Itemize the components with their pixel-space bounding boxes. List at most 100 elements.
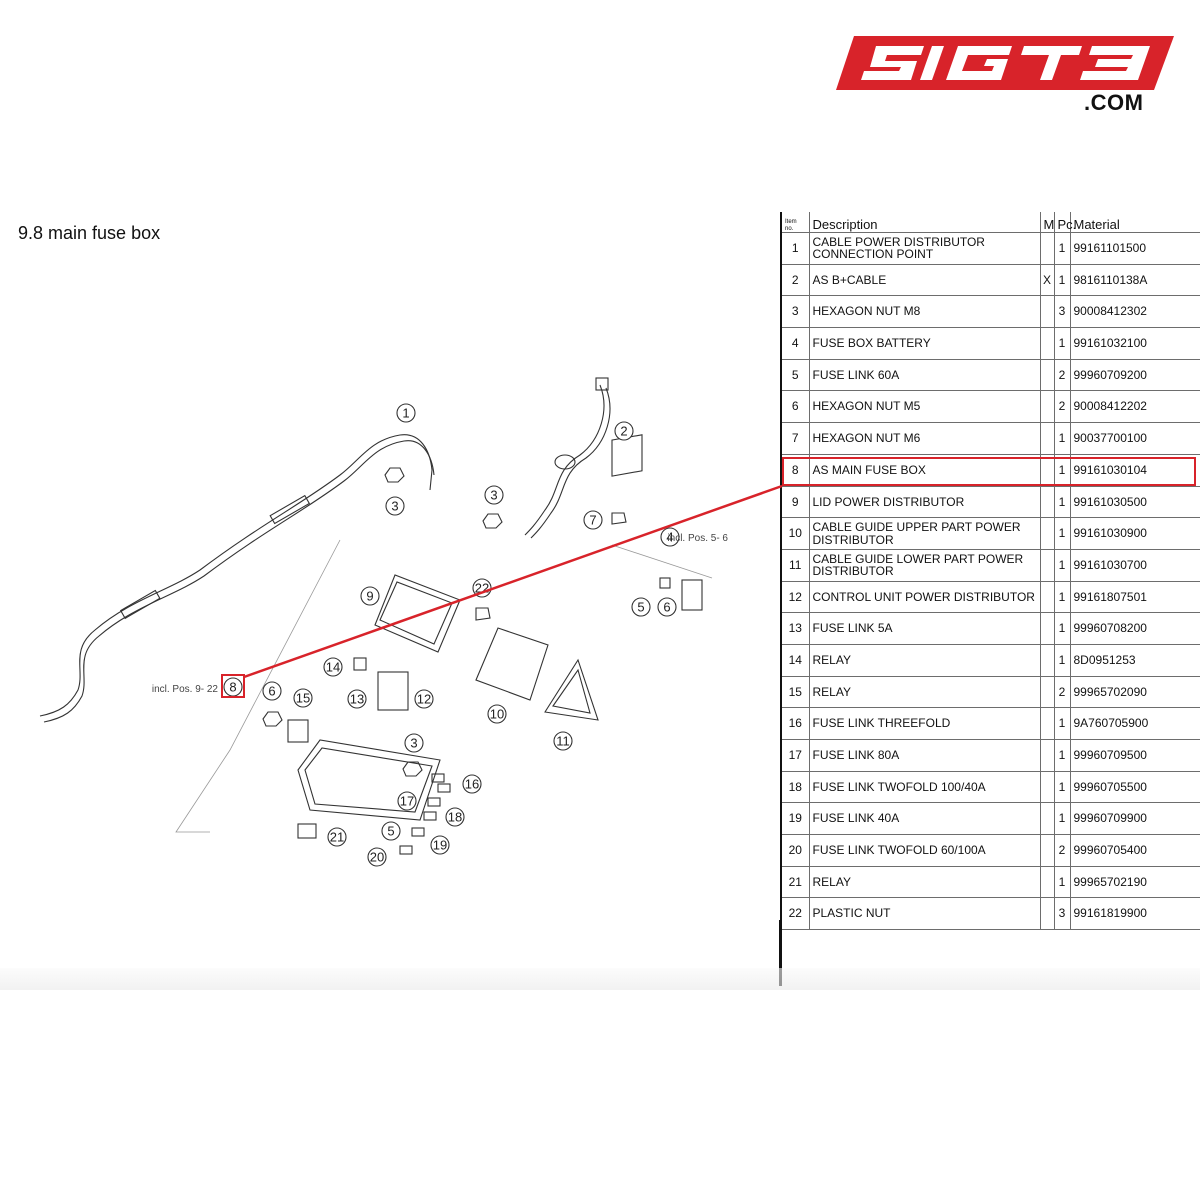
description-cell: HEXAGON NUT M5: [809, 390, 1041, 424]
callout-label: 1: [402, 406, 409, 421]
description-cell: CABLE GUIDE UPPER PART POWER DISTRIBUTOR: [809, 517, 1041, 550]
callout-label: 6: [268, 684, 275, 699]
item-no-cell: 22: [780, 897, 810, 931]
callout-16: 16: [462, 774, 482, 794]
item-no-cell: 18: [780, 771, 810, 804]
pc-cell: 1: [1054, 422, 1071, 455]
callout-3: 3: [484, 485, 504, 505]
material-cell: 9816110138A: [1070, 264, 1200, 297]
pc-cell: 1: [1054, 581, 1071, 614]
m-cell: [1040, 612, 1055, 645]
callout-label: 22: [475, 581, 489, 596]
pc-cell: 1: [1054, 612, 1071, 645]
description-cell: HEXAGON NUT M6: [809, 422, 1041, 455]
callout-21: 21: [327, 827, 347, 847]
m-cell: [1040, 771, 1055, 804]
m-cell: [1040, 422, 1055, 455]
item-no-cell: 1: [780, 232, 810, 265]
item-no-cell: 10: [780, 517, 810, 550]
m-cell: [1040, 517, 1055, 550]
material-cell: 99960708200: [1070, 612, 1200, 645]
page-edge-shadow: [0, 968, 1200, 990]
pc-cell: 2: [1054, 834, 1071, 867]
callout-5: 5: [631, 597, 651, 617]
description-cell: CABLE POWER DISTRIBUTOR CONNECTION POINT: [809, 232, 1041, 265]
header-item-no: Item no.: [780, 212, 810, 233]
item-no-cell: 12: [780, 581, 810, 614]
item-no-cell: 17: [780, 739, 810, 772]
callout-label: 20: [370, 850, 384, 865]
m-cell: [1040, 644, 1055, 677]
description-cell: PLASTIC NUT: [809, 897, 1041, 931]
description-cell: RELAY: [809, 644, 1041, 677]
header-description: Description: [809, 212, 1041, 233]
item-no-cell: 2: [780, 264, 810, 297]
m-cell: [1040, 295, 1055, 329]
pc-cell: 1: [1054, 454, 1071, 487]
callout-label: 17: [400, 794, 414, 809]
m-cell: [1040, 866, 1055, 899]
callout-19: 19: [430, 835, 450, 855]
material-cell: 99161030900: [1070, 517, 1200, 550]
header-m: M: [1040, 212, 1055, 233]
m-cell: [1040, 549, 1055, 582]
material-cell: 99960709200: [1070, 359, 1200, 392]
pc-cell: 1: [1054, 771, 1071, 804]
material-cell: 99965702190: [1070, 866, 1200, 899]
callout-15: 15: [293, 688, 313, 708]
material-cell: 99960709500: [1070, 739, 1200, 772]
material-cell: 9A760705900: [1070, 707, 1200, 740]
callout-label: 5: [387, 824, 394, 839]
description-cell: FUSE BOX BATTERY: [809, 327, 1041, 360]
callout-label: 3: [490, 488, 497, 503]
logo-domain: .COM: [1084, 90, 1144, 115]
m-cell: [1040, 359, 1055, 392]
m-cell: [1040, 739, 1055, 772]
callout-8: 8: [223, 677, 243, 697]
pc-cell: 3: [1054, 897, 1071, 931]
item-no-cell: 13: [780, 612, 810, 645]
pc-cell: 1: [1054, 517, 1071, 550]
material-cell: 90037700100: [1070, 422, 1200, 455]
callout-8-highlight: [221, 674, 245, 698]
description-cell: HEXAGON NUT M8: [809, 295, 1041, 329]
m-cell: [1040, 897, 1055, 931]
section-title: 9.8 main fuse box: [18, 223, 161, 243]
item-no-cell: 8: [780, 454, 810, 487]
callout-label: 5: [637, 600, 644, 615]
callout-label: 11: [556, 734, 570, 749]
m-cell: [1040, 676, 1055, 709]
item-no-cell: 5: [780, 359, 810, 392]
description-cell: FUSE LINK 40A: [809, 802, 1041, 836]
item-no-cell: 16: [780, 707, 810, 740]
callout-3: 3: [404, 733, 424, 753]
pc-cell: 1: [1054, 327, 1071, 360]
pc-cell: 1: [1054, 264, 1071, 297]
material-cell: 99161030500: [1070, 486, 1200, 519]
item-no-cell: 19: [780, 802, 810, 836]
m-cell: X: [1040, 264, 1055, 297]
description-cell: FUSE LINK 80A: [809, 739, 1041, 772]
material-cell: 99161819900: [1070, 897, 1200, 931]
description-cell: CONTROL UNIT POWER DISTRIBUTOR: [809, 581, 1041, 614]
item-no-cell: 7: [780, 422, 810, 455]
description-cell: RELAY: [809, 676, 1041, 709]
callout-label: 19: [433, 838, 447, 853]
callout-9: 9: [360, 586, 380, 606]
callout-5: 5: [381, 821, 401, 841]
material-cell: 99960709900: [1070, 802, 1200, 836]
m-cell: [1040, 834, 1055, 867]
item-no-cell: 6: [780, 390, 810, 424]
